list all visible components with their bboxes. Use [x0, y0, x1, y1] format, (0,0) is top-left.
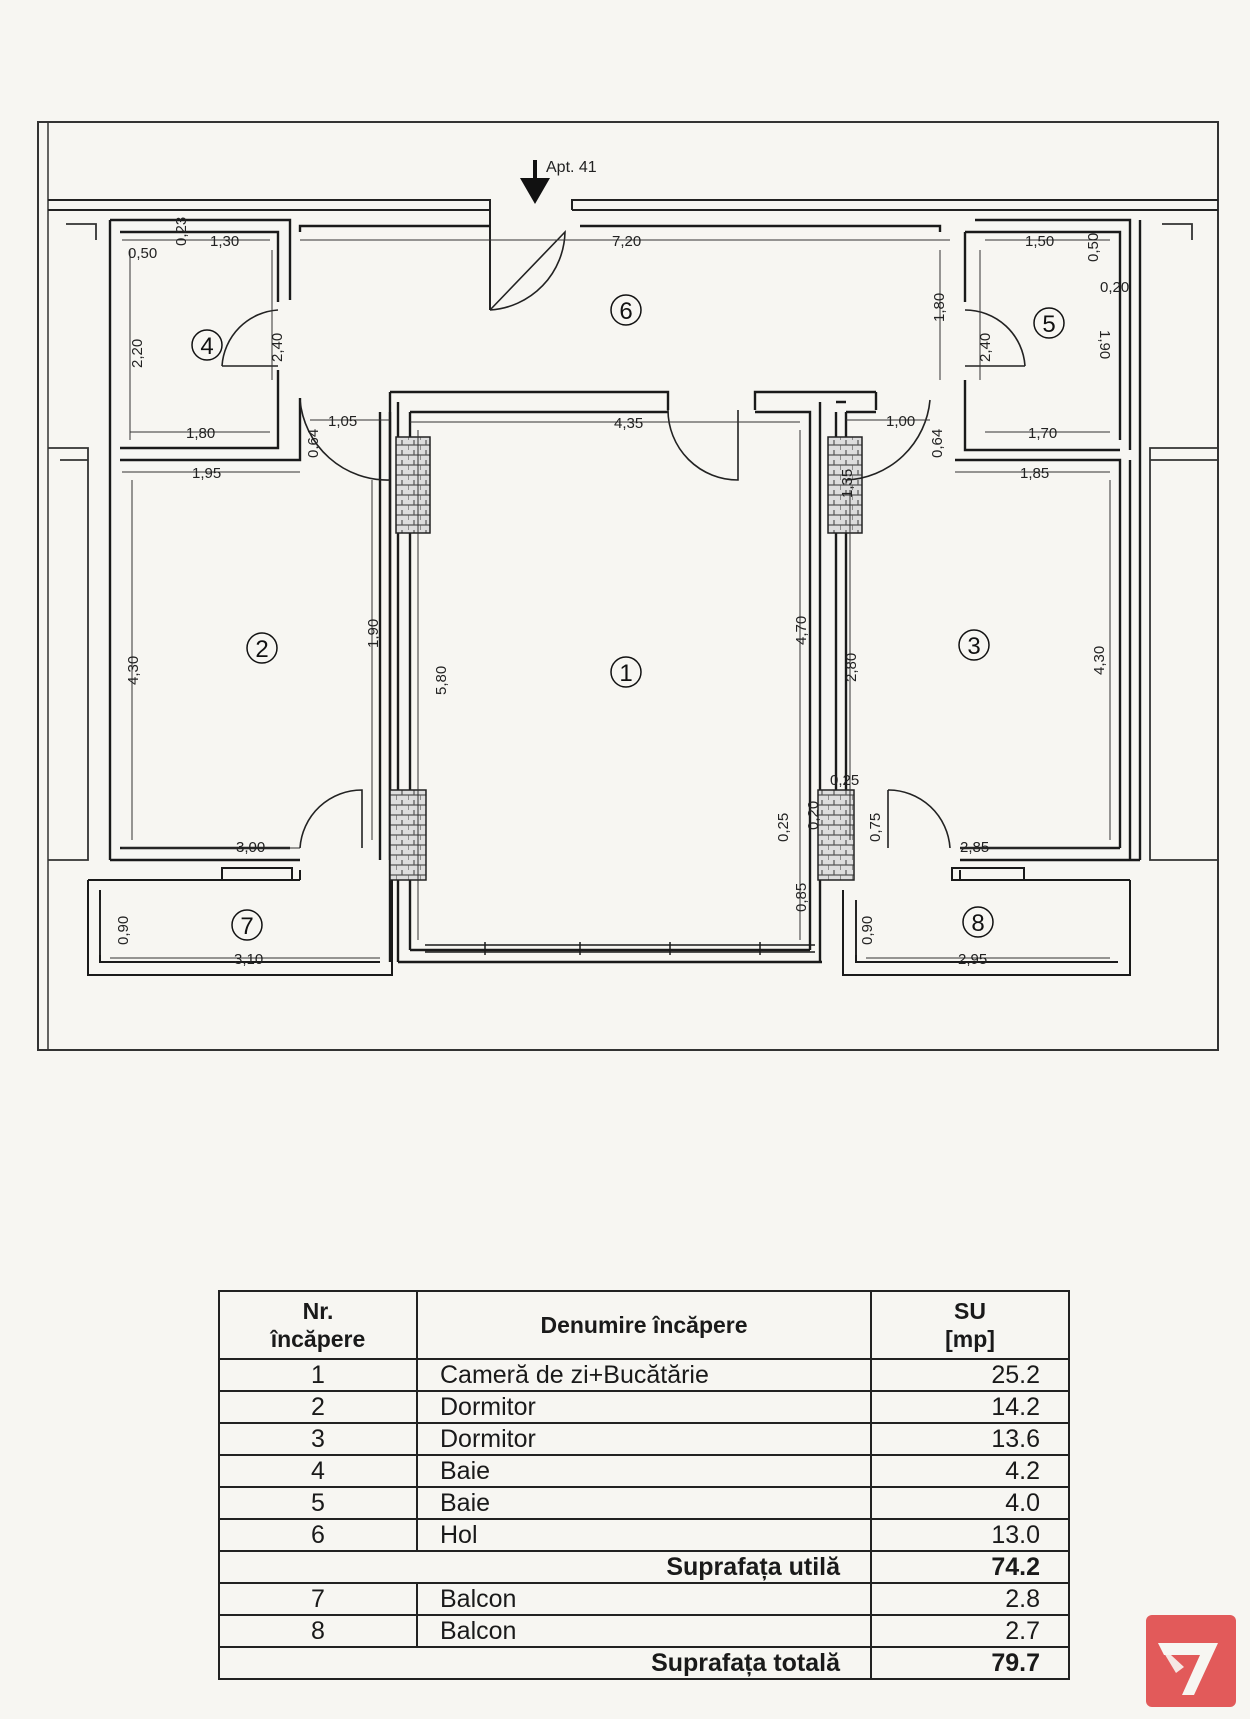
dim-label: 5,80: [433, 666, 450, 695]
corridor-wall: [48, 199, 1218, 310]
dim-label: 1,30: [210, 233, 239, 250]
dim-label: 1,00: [886, 413, 915, 430]
dim-label: 0,50: [1085, 233, 1102, 262]
table-row: 1 Cameră de zi+Bucătărie 25.2: [218, 1358, 1070, 1392]
dim-label: 1,85: [1020, 465, 1049, 482]
room-marker-1: 1: [610, 656, 642, 688]
dim-label: 1,05: [328, 413, 357, 430]
table-row: 2 Dormitor 14.2: [218, 1390, 1070, 1424]
table-row: 3 Dormitor 13.6: [218, 1422, 1070, 1456]
room-marker-2: 2: [246, 632, 278, 664]
dim-label: 2,20: [129, 339, 146, 368]
dim-label: 2,80: [843, 653, 860, 682]
header-su: SU[mp]: [870, 1290, 1070, 1360]
dim-label: 0,85: [793, 883, 810, 912]
dim-label: 0,90: [115, 916, 132, 945]
dim-label: 1,90: [365, 619, 382, 648]
room-marker-6: 6: [610, 294, 642, 326]
svg-text:5: 5: [1042, 311, 1055, 338]
table-row: 5 Baie 4.0: [218, 1486, 1070, 1520]
brick-block: [817, 789, 855, 881]
entry-label: Apt. 41: [546, 159, 597, 176]
table-header-row: Nr.încăpere Denumire încăpere SU[mp]: [218, 1290, 1070, 1360]
dim-label: 4,30: [125, 656, 142, 685]
dim-label: 0,50: [128, 245, 157, 262]
svg-text:4: 4: [200, 333, 213, 360]
room-marker-5: 5: [1033, 307, 1065, 339]
room-marker-3: 3: [958, 629, 990, 661]
dim-label: 2,40: [269, 333, 286, 362]
dim-label: 4,30: [1091, 646, 1108, 675]
dim-label: 0,64: [929, 429, 946, 458]
svg-text:3: 3: [967, 633, 980, 660]
brand-logo-icon: [1146, 1615, 1236, 1707]
room-marker-8: 8: [962, 906, 994, 938]
dim-label: 0,90: [859, 916, 876, 945]
useful-area-row: Suprafața utilă 74.2: [218, 1550, 1070, 1584]
dim-label: 0,23: [173, 217, 190, 246]
dim-label: 1,50: [1025, 233, 1054, 250]
door-swings: [221, 229, 1026, 849]
dim-label: 2,95: [958, 951, 987, 968]
header-nr: Nr.încăpere: [218, 1290, 418, 1360]
dim-label: 0,75: [867, 813, 884, 842]
svg-text:8: 8: [971, 910, 984, 937]
plan-frame: [37, 121, 1219, 1051]
dim-label: 2,40: [977, 333, 994, 362]
dim-label: 0,20: [1100, 279, 1129, 296]
total-area-row: Suprafața totală 79.7: [218, 1646, 1070, 1680]
dim-label: 1,90: [1096, 330, 1113, 359]
table-row: 7 Balcon 2.8: [218, 1582, 1070, 1616]
dim-label: 1,80: [931, 293, 948, 322]
dim-label: 0,25: [775, 813, 792, 842]
dim-label: 1,95: [192, 465, 221, 482]
dim-label: 3,10: [234, 951, 263, 968]
floor-plan: Apt. 41 0,50 0,23 1,30 7,20 1,50 0,50 0,…: [37, 121, 1219, 1051]
dim-label: 1,80: [186, 425, 215, 442]
header-name: Denumire încăpere: [416, 1290, 872, 1360]
dim-label: 1,70: [1028, 425, 1057, 442]
table-row: 4 Baie 4.2: [218, 1454, 1070, 1488]
entry-arrow-icon: [520, 160, 550, 204]
dim-label: 2,85: [960, 839, 989, 856]
dim-label: 1,35: [839, 469, 856, 498]
room-area-table: Nr.încăpere Denumire încăpere SU[mp] 1 C…: [218, 1290, 1070, 1680]
dim-label: 0,20: [805, 801, 822, 830]
room-marker-7: 7: [231, 909, 263, 941]
table-row: 8 Balcon 2.7: [218, 1614, 1070, 1648]
svg-text:6: 6: [619, 298, 632, 325]
dim-label: 7,20: [612, 233, 641, 250]
brick-block: [827, 436, 863, 534]
dim-label: 0,25: [830, 772, 859, 789]
dim-label: 0,64: [305, 429, 322, 458]
balcony-left: [87, 867, 393, 976]
svg-text:2: 2: [255, 636, 268, 663]
dim-label: 4,70: [793, 616, 810, 645]
svg-text:1: 1: [619, 660, 632, 687]
window-strip: [425, 942, 815, 955]
brick-block: [389, 789, 427, 881]
brick-block: [395, 436, 431, 534]
dim-label: 3,00: [236, 839, 265, 856]
room-marker-4: 4: [191, 329, 223, 361]
table-row: 6 Hol 13.0: [218, 1518, 1070, 1552]
svg-text:7: 7: [240, 913, 253, 940]
dim-label: 4,35: [614, 415, 643, 432]
